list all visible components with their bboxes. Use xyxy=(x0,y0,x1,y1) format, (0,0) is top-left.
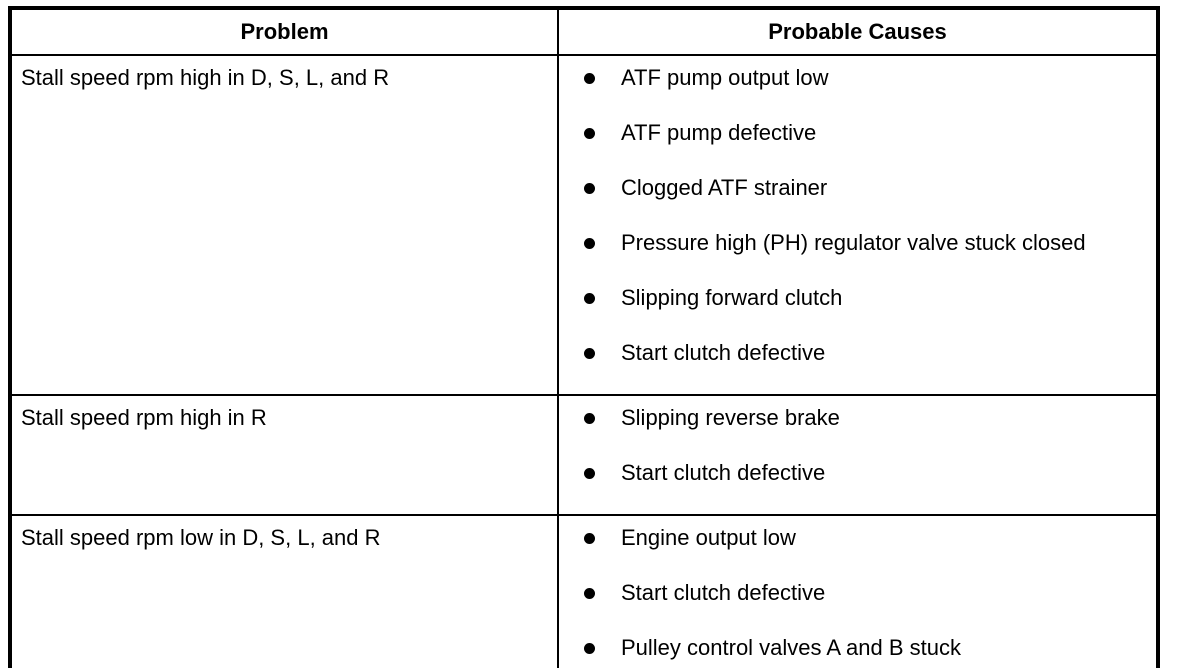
bullet-icon xyxy=(584,72,595,84)
bullet-icon xyxy=(584,182,595,194)
problem-cell: Stall speed rpm low in D, S, L, and R xyxy=(9,514,559,668)
troubleshooting-table: Problem Probable Causes Stall speed rpm … xyxy=(8,6,1160,668)
cause-item: Slipping forward clutch xyxy=(571,284,1148,312)
bullet-icon xyxy=(584,532,595,544)
causes-cell: Engine output low Start clutch defective… xyxy=(557,514,1159,668)
bullet-icon xyxy=(584,292,595,304)
cause-item: Start clutch defective xyxy=(571,459,1148,487)
bullet-icon xyxy=(584,467,595,479)
bullet-icon xyxy=(584,642,595,654)
cause-item: Pulley control valves A and B stuck xyxy=(571,634,1148,662)
bullet-icon xyxy=(584,587,595,599)
table-row: Stall speed rpm high in D, S, L, and R A… xyxy=(9,54,1159,396)
column-header-probable-causes: Probable Causes xyxy=(557,7,1159,56)
bullet-icon xyxy=(584,127,595,139)
cause-label: Slipping reverse brake xyxy=(621,405,840,430)
cause-label: ATF pump output low xyxy=(621,65,829,90)
table-row: Stall speed rpm low in D, S, L, and R En… xyxy=(9,514,1159,668)
causes-cell: ATF pump output low ATF pump defective C… xyxy=(557,54,1159,396)
cause-item: Engine output low xyxy=(571,524,1148,552)
causes-cell: Slipping reverse brake Start clutch defe… xyxy=(557,394,1159,516)
cause-item: ATF pump output low xyxy=(571,64,1148,92)
cause-label: Start clutch defective xyxy=(621,340,826,365)
problem-cell: Stall speed rpm high in D, S, L, and R xyxy=(9,54,559,396)
cause-item: Clogged ATF strainer xyxy=(571,174,1148,202)
column-header-problem: Problem xyxy=(9,7,559,56)
problem-cell: Stall speed rpm high in R xyxy=(9,394,559,516)
cause-item: Slipping reverse brake xyxy=(571,404,1148,432)
cause-label: Pressure high (PH) regulator valve stuck… xyxy=(621,230,1086,255)
cause-label: Clogged ATF strainer xyxy=(621,175,828,200)
cause-item: Start clutch defective xyxy=(571,579,1148,607)
cause-label: ATF pump defective xyxy=(621,120,817,145)
bullet-icon xyxy=(584,412,595,424)
cause-label: Engine output low xyxy=(621,525,796,550)
cause-item: Start clutch defective xyxy=(571,339,1148,367)
bullet-icon xyxy=(584,347,595,359)
cause-label: Start clutch defective xyxy=(621,580,826,605)
cause-item: ATF pump defective xyxy=(571,119,1148,147)
table-row: Stall speed rpm high in R Slipping rever… xyxy=(9,394,1159,516)
bullet-icon xyxy=(584,237,595,249)
cause-item: Pressure high (PH) regulator valve stuck… xyxy=(571,229,1148,257)
cause-label: Start clutch defective xyxy=(621,460,826,485)
cause-label: Pulley control valves A and B stuck xyxy=(621,635,961,660)
table-header-row: Problem Probable Causes xyxy=(9,7,1159,56)
cause-label: Slipping forward clutch xyxy=(621,285,843,310)
